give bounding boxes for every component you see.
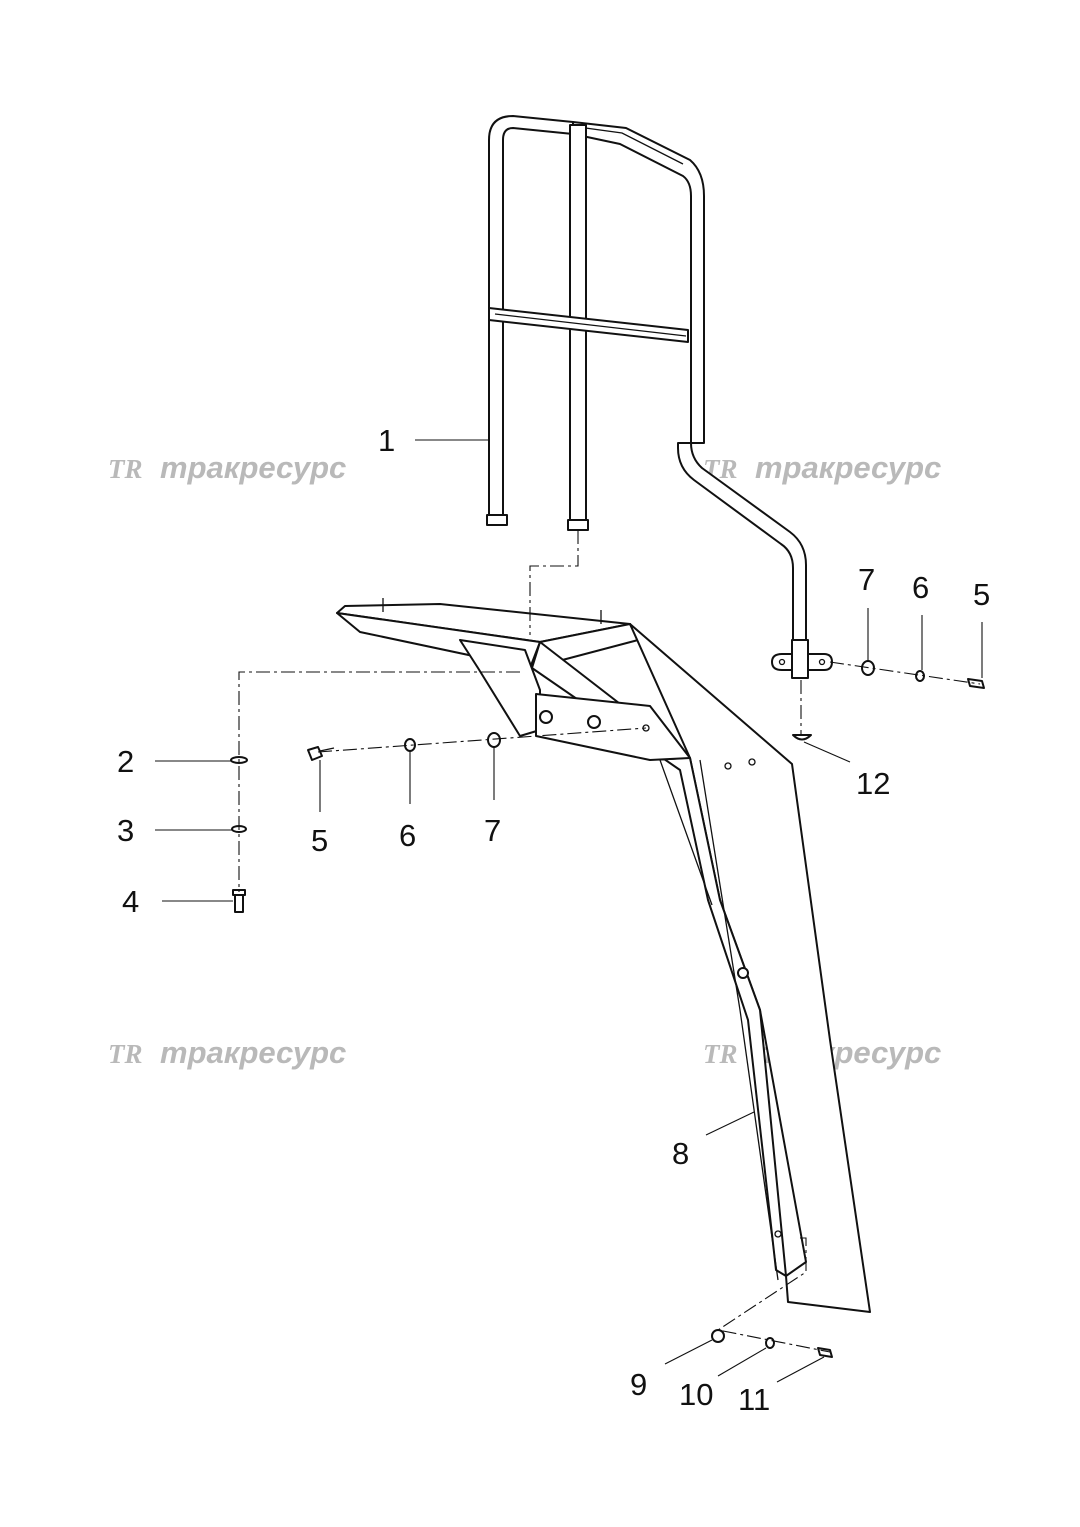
callout-8: 8 bbox=[672, 1136, 689, 1171]
callout-9: 9 bbox=[630, 1367, 647, 1402]
callout-6-right: 6 bbox=[912, 570, 929, 605]
assembly-axes bbox=[238, 530, 981, 1353]
callout-6-left: 6 bbox=[399, 818, 416, 853]
callout-3: 3 bbox=[117, 813, 134, 848]
callout-10: 10 bbox=[679, 1377, 713, 1412]
watermark-text: тракресурс bbox=[160, 450, 346, 485]
hardware-bottom-stack bbox=[711, 1329, 833, 1358]
callout-7-right: 7 bbox=[858, 562, 875, 597]
watermark-logo: TR bbox=[108, 1039, 143, 1069]
callout-4: 4 bbox=[122, 884, 139, 919]
watermark-bottom-left: TR тракресурс bbox=[108, 1035, 346, 1070]
callout-12: 12 bbox=[856, 766, 890, 801]
watermark-logo: TR bbox=[703, 1039, 738, 1069]
watermark-top-left: TR тракресурс bbox=[108, 450, 346, 485]
leader-lines bbox=[155, 439, 983, 1383]
handrail bbox=[486, 115, 833, 679]
hardware-middle-stack bbox=[307, 732, 501, 761]
hardware-right-stack bbox=[792, 660, 985, 741]
callout-7-left: 7 bbox=[484, 813, 501, 848]
watermark-text: тракресурс bbox=[160, 1035, 346, 1070]
callout-1: 1 bbox=[378, 423, 395, 458]
watermark-top-right: TR тракресурс bbox=[703, 450, 941, 485]
hardware-left-stack bbox=[230, 756, 248, 913]
watermark-text: тракресурс bbox=[755, 450, 941, 485]
callout-5-left: 5 bbox=[311, 823, 328, 858]
fender bbox=[336, 598, 871, 1313]
callout-11: 11 bbox=[738, 1382, 770, 1417]
watermark-logo: TR bbox=[108, 454, 143, 484]
callout-labels: 1 2 3 4 5 6 7 5 6 7 8 9 10 11 12 bbox=[117, 423, 990, 1417]
callout-5-right: 5 bbox=[973, 577, 990, 612]
callout-2: 2 bbox=[117, 744, 134, 779]
